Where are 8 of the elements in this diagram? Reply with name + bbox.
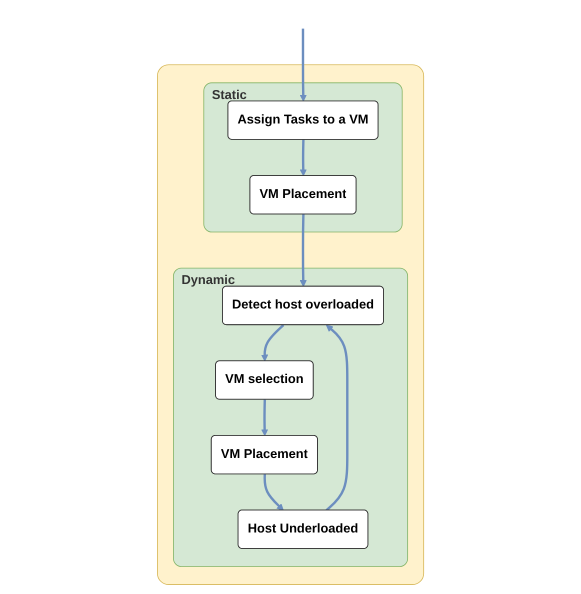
arrow <box>261 400 268 436</box>
arrow <box>300 140 307 176</box>
arrow <box>261 324 284 362</box>
arrow <box>300 28 307 102</box>
arrow <box>325 324 348 512</box>
cluster <box>156 64 424 585</box>
arrow <box>263 474 284 511</box>
arrow <box>300 214 307 287</box>
